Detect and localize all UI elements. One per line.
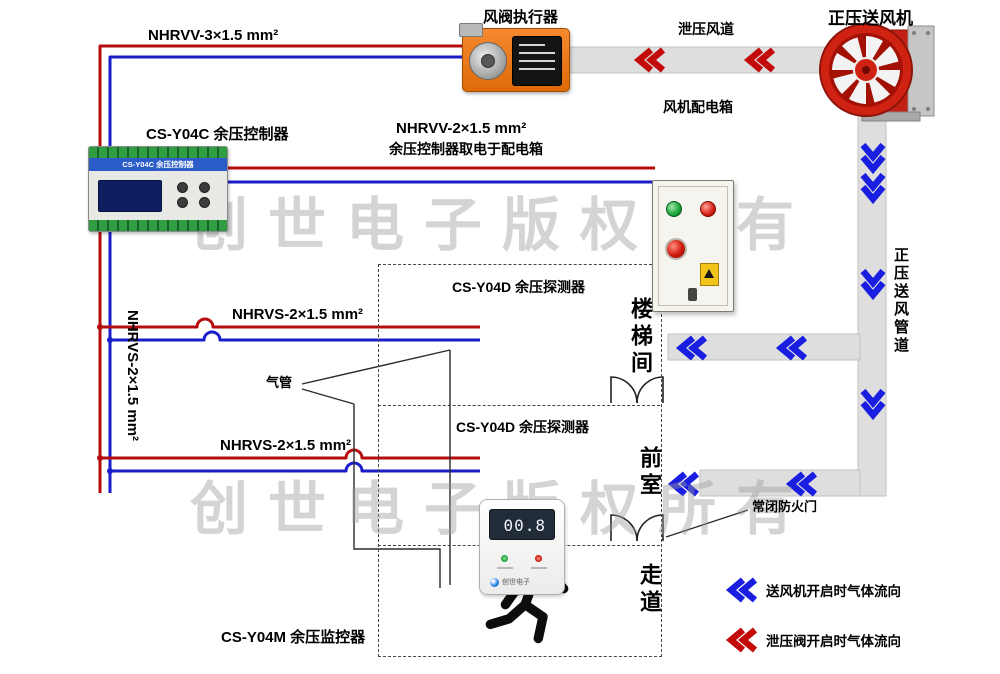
air-tube-label: 气管 bbox=[266, 375, 293, 390]
legend-relief-flow-label: 泄压阀开启时气体流向 bbox=[766, 634, 901, 649]
legend-supply-flow-icon bbox=[731, 580, 755, 600]
brand-text: 创世电子 bbox=[502, 579, 530, 586]
wire-label-branch1: NHRVS-2×1.5 mm² bbox=[232, 306, 364, 323]
room-outline-box bbox=[378, 264, 662, 657]
actuator-clamp bbox=[459, 23, 483, 37]
door-symbol-frontroom bbox=[636, 514, 664, 542]
controller-panel-title: CS-Y04C 余压控制器 bbox=[89, 158, 227, 171]
wire-junction bbox=[97, 455, 103, 461]
terminal-strip-top bbox=[89, 147, 227, 158]
supply-fan bbox=[819, 23, 935, 122]
controller-cs-y04c: CS-Y04C 余压控制器 bbox=[88, 146, 228, 232]
air-tube-run bbox=[353, 404, 441, 588]
controller-label: CS-Y04C 余压控制器 bbox=[146, 126, 289, 143]
cabinet-door bbox=[658, 186, 728, 306]
supply-duct-frontroom bbox=[699, 469, 861, 497]
brand-logo-icon bbox=[490, 577, 499, 587]
controller-buttons bbox=[177, 182, 217, 208]
red-button bbox=[665, 238, 687, 260]
power-led bbox=[501, 555, 508, 562]
door-symbol-frontroom bbox=[610, 514, 638, 542]
room-label-stairwell: 楼梯间 bbox=[628, 297, 653, 378]
fan-label: 正压送风机 bbox=[828, 9, 913, 28]
wire-junction bbox=[107, 337, 113, 343]
air-tube-line bbox=[301, 388, 355, 405]
actuator-label: 风阀执行器 bbox=[483, 9, 559, 26]
warning-sticker-icon bbox=[700, 263, 719, 286]
led-caption-bar bbox=[497, 567, 513, 569]
actuator-shaft bbox=[481, 54, 495, 68]
wire-junction bbox=[97, 324, 103, 330]
led-caption-bar bbox=[531, 567, 547, 569]
wire-label-top: NHRVV-3×1.5 mm² bbox=[148, 27, 279, 44]
controller-face bbox=[89, 171, 227, 220]
wire-label-left-vertical: NHRVS-2×1.5 mm² bbox=[124, 310, 141, 442]
terminal-strip-bottom bbox=[89, 220, 227, 231]
wire-junction bbox=[107, 468, 113, 474]
wire-label-branch2: NHRVS-2×1.5 mm² bbox=[220, 437, 352, 454]
detector-1-display: 00.8 bbox=[489, 509, 555, 540]
door-symbol-stairwell bbox=[636, 376, 664, 404]
green-indicator-light bbox=[666, 201, 682, 217]
actuator-label-plate bbox=[512, 36, 562, 86]
supply-flow-arrow-icon bbox=[673, 474, 697, 494]
detector-1: 00.8 创世电子 bbox=[479, 499, 565, 595]
legend-relief-flow-icon bbox=[731, 630, 755, 650]
fire-door-label: 常闭防火门 bbox=[752, 499, 818, 514]
wire-label-power-1: NHRVV-2×1.5 mm² bbox=[396, 120, 527, 137]
brand-row: 创世电子 bbox=[490, 577, 530, 587]
red-indicator-light bbox=[700, 201, 716, 217]
detector-1-label: CS-Y04D 余压探测器 bbox=[452, 279, 586, 295]
air-tube-line bbox=[301, 349, 451, 385]
legend-supply-flow-label: 送风机开启时气体流向 bbox=[766, 584, 901, 599]
damper-actuator bbox=[459, 23, 570, 92]
supply-duct-label: 正压送风管道 bbox=[892, 247, 909, 355]
wire-label-power-2: 余压控制器取电于配电箱 bbox=[389, 141, 543, 157]
cabinet-lock bbox=[688, 288, 697, 301]
room-label-corridor: 走道 bbox=[637, 563, 662, 617]
power-box-label: 风机配电箱 bbox=[663, 99, 733, 115]
fan-power-box bbox=[652, 180, 734, 312]
wire-blue-detector1 bbox=[110, 330, 480, 342]
room-label-front-room: 前室 bbox=[637, 446, 662, 500]
controller-screen bbox=[98, 180, 162, 212]
alarm-led bbox=[535, 555, 542, 562]
relief-duct-label: 泄压风道 bbox=[678, 21, 734, 37]
fire-door-pointer-line bbox=[665, 509, 749, 538]
detector-2-label: CS-Y04D 余压探测器 bbox=[456, 419, 590, 435]
supply-duct-vertical bbox=[857, 107, 887, 497]
room-divider bbox=[378, 405, 660, 406]
wire-red-detector1 bbox=[100, 317, 480, 329]
monitor-label: CS-Y04M 余压监控器 bbox=[221, 629, 366, 646]
door-symbol-stairwell bbox=[610, 376, 638, 404]
